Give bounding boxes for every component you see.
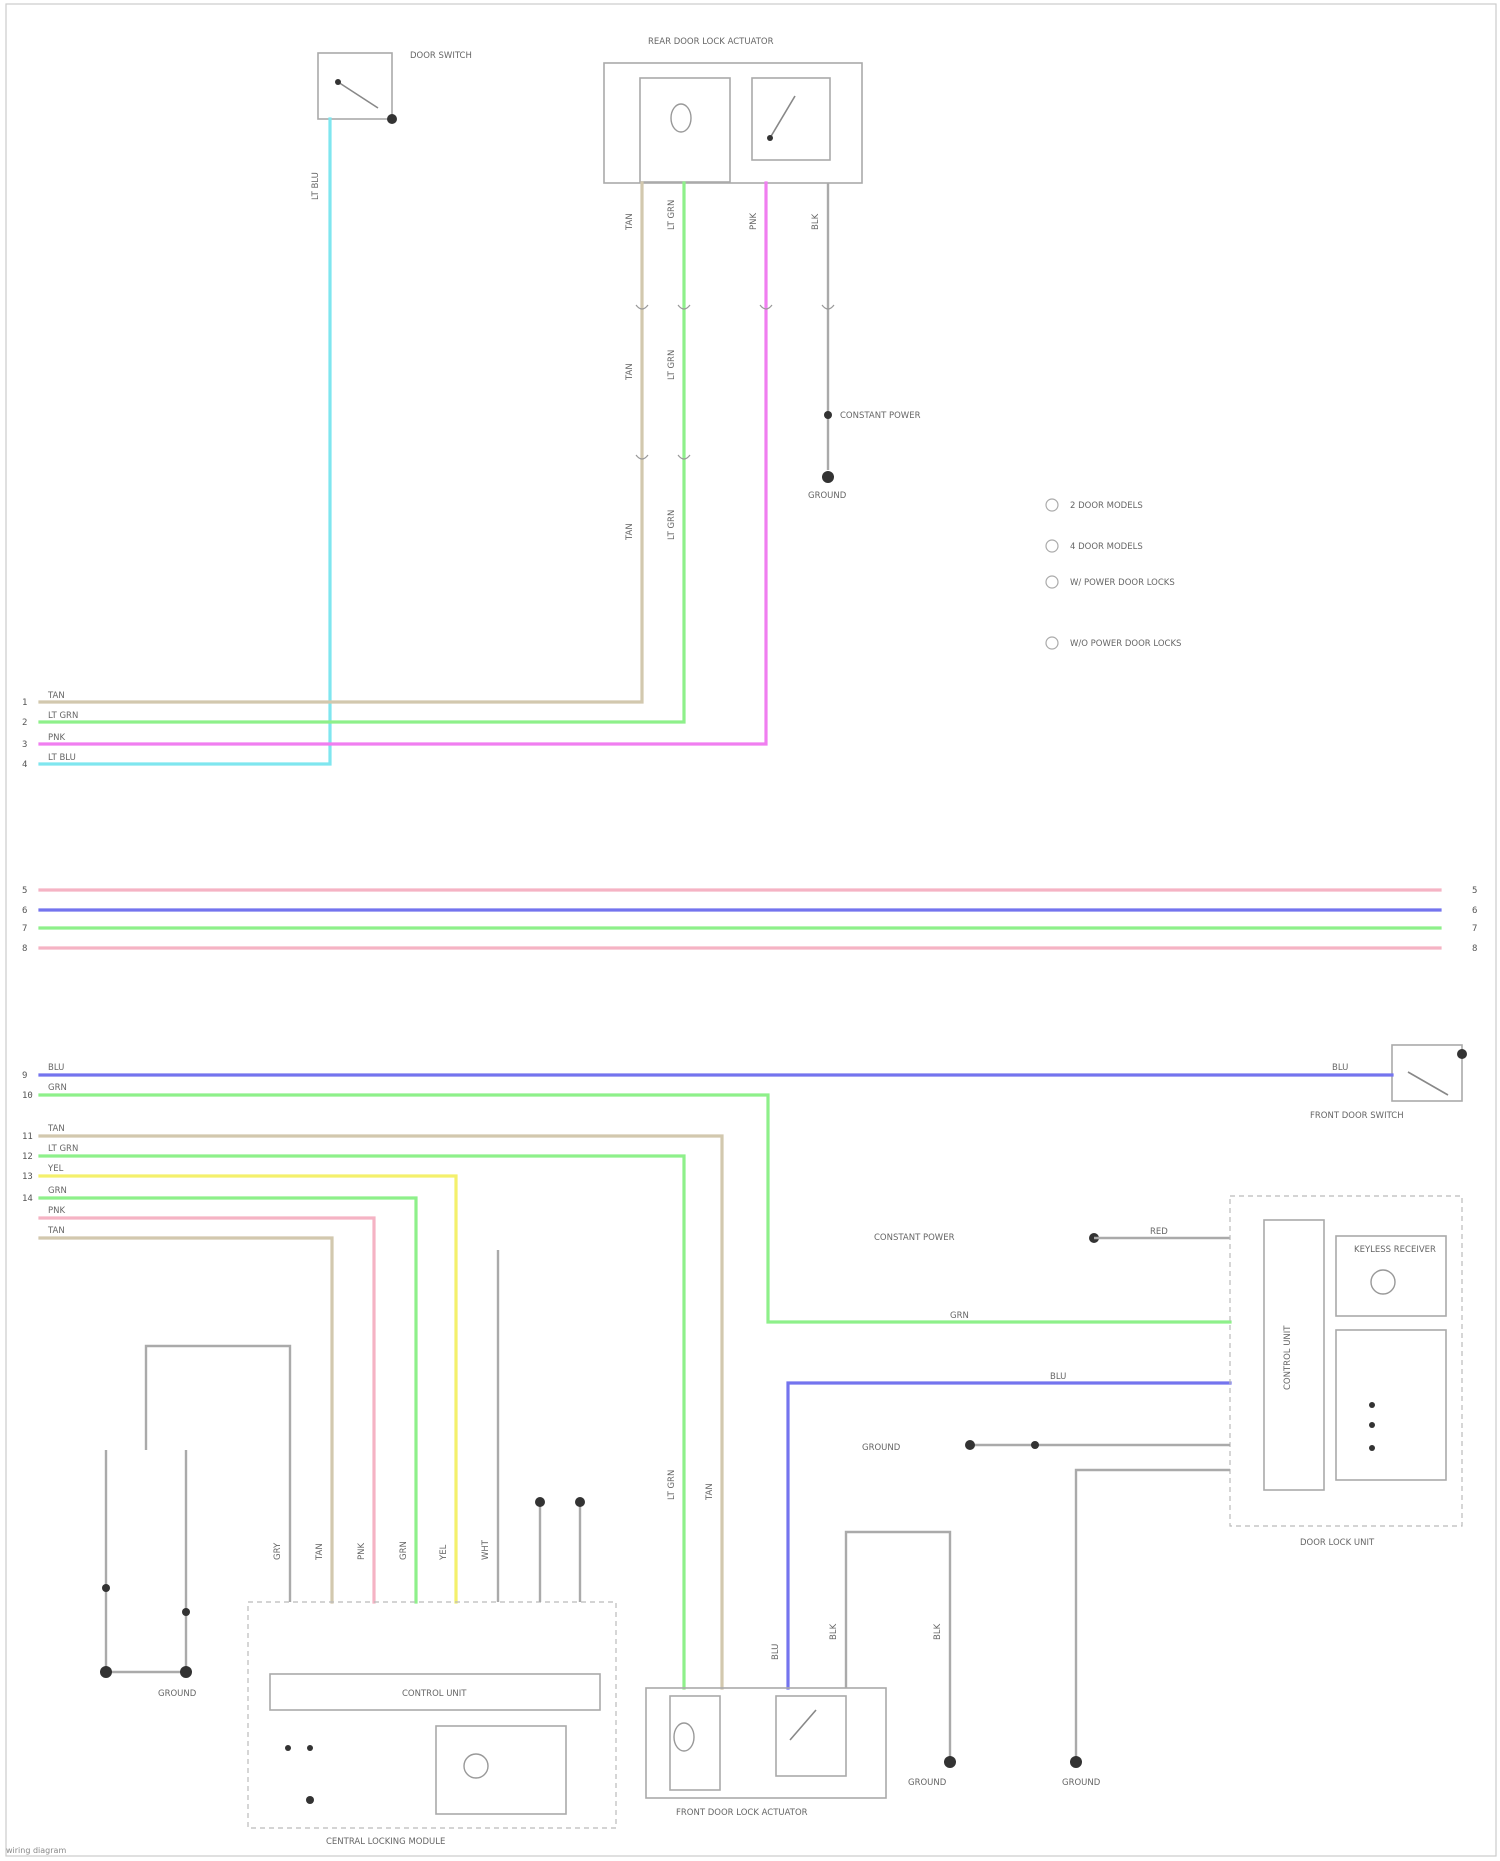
pin-6: 6 xyxy=(22,906,27,916)
wire-green-3 xyxy=(40,1156,684,1688)
front-door-lock-actuator: FRONT DOOR LOCK ACTUATOR xyxy=(646,1688,886,1818)
central-locking-module: CONTROL UNIT CENTRAL LOCKING MODULE xyxy=(248,1602,616,1847)
wl-b-grn: GRN xyxy=(48,1083,67,1093)
pin-10: 10 xyxy=(22,1091,33,1101)
wire-gray-10 xyxy=(106,1450,186,1672)
wl-b-yel: YEL xyxy=(47,1164,64,1174)
wl-v-gry: GRY xyxy=(273,1542,283,1560)
wl-bus-grn: LT GRN xyxy=(48,711,78,721)
pin-5: 5 xyxy=(22,886,27,896)
wl-bus-tan: TAN xyxy=(47,691,65,701)
legend-item-4: W/O POWER DOOR LOCKS xyxy=(1070,639,1181,649)
diagram-border xyxy=(6,4,1496,1856)
pin-2: 2 xyxy=(22,718,27,728)
wl-h-red: RED xyxy=(1150,1227,1168,1237)
wl-b-blu: BLU xyxy=(48,1063,64,1073)
pin-7: 7 xyxy=(22,924,27,934)
footer-text: wiring diagram xyxy=(6,1846,66,1855)
door-switch-label: DOOR SWITCH xyxy=(410,51,472,61)
wl-grn-b: LT GRN xyxy=(667,350,677,380)
wl-tan-a: TAN xyxy=(625,213,635,231)
pin-5-r: 5 xyxy=(1472,886,1477,896)
rear-door-lock-actuator: REAR DOOR LOCK ACTUATOR xyxy=(604,37,862,183)
pin-12: 12 xyxy=(22,1152,33,1162)
wl-bus-ltblu: LT BLU xyxy=(48,753,76,763)
front-door-switch-label: FRONT DOOR SWITCH xyxy=(1310,1111,1404,1121)
wl-grn-c: LT GRN xyxy=(667,510,677,540)
wl-v-pnk: PNK xyxy=(357,1543,367,1560)
ground-5-label: GROUND xyxy=(158,1689,197,1699)
legend-item-2: 4 DOOR MODELS xyxy=(1070,542,1143,552)
wire-gray-4 xyxy=(1076,1470,1230,1762)
wire-green-4 xyxy=(40,1198,416,1602)
wl-v-ltgrn: LT GRN xyxy=(667,1470,677,1500)
ground-3-label: GROUND xyxy=(1062,1778,1101,1788)
wl-v-grn: GRN xyxy=(399,1541,409,1560)
wl-tan-c: TAN xyxy=(625,523,635,541)
ground-2-label: GROUND xyxy=(862,1443,901,1453)
wire-tan-1 xyxy=(40,183,642,702)
wire-gray-6 xyxy=(146,1346,290,1602)
wl-v-yel: YEL xyxy=(439,1544,449,1561)
front-door-lock-label: FRONT DOOR LOCK ACTUATOR xyxy=(676,1808,808,1818)
pin-4: 4 xyxy=(22,760,27,770)
wire-green-1 xyxy=(40,183,684,722)
pin-6-r: 6 xyxy=(1472,906,1477,916)
wl-b-pnk: PNK xyxy=(48,1206,65,1216)
ground-4-label: GROUND xyxy=(908,1778,947,1788)
wl-blk-a: BLK xyxy=(811,213,821,230)
wl-b-blu-r: BLU xyxy=(1332,1063,1348,1073)
wl-v-wht: WHT xyxy=(481,1539,491,1560)
pin-7-r: 7 xyxy=(1472,924,1477,934)
wire-green-2 xyxy=(40,1095,1230,1322)
wire-label-ltblu-1: LT BLU xyxy=(311,172,321,200)
pin-3: 3 xyxy=(22,740,27,750)
receiver-label: KEYLESS RECEIVER xyxy=(1354,1245,1436,1255)
pin-14: 14 xyxy=(22,1194,33,1204)
const-power-label-2: CONSTANT POWER xyxy=(874,1233,955,1243)
legend-item-3: W/ POWER DOOR LOCKS xyxy=(1070,578,1175,588)
wl-b-tan2: TAN xyxy=(47,1226,65,1236)
wl-v-blk: BLK xyxy=(829,1623,839,1640)
legend: 2 DOOR MODELS 4 DOOR MODELS W/ POWER DOO… xyxy=(1046,499,1181,649)
wl-v-blu: BLU xyxy=(771,1644,781,1660)
control-unit-label: CONTROL UNIT xyxy=(402,1689,467,1699)
wire-magenta-1 xyxy=(40,183,766,744)
wl-tan-b: TAN xyxy=(625,363,635,381)
pin-8: 8 xyxy=(22,944,27,954)
pin-9: 9 xyxy=(22,1071,27,1081)
connector-marks-top xyxy=(636,305,834,459)
door-lock-unit: KEYLESS RECEIVER CONTROL UNIT DOOR LOCK … xyxy=(1230,1196,1462,1548)
pin-8-r: 8 xyxy=(1472,944,1477,954)
wl-b-ltgrn: LT GRN xyxy=(48,1144,78,1154)
pin-13: 13 xyxy=(22,1172,33,1182)
pin-1: 1 xyxy=(22,698,27,708)
wl-v-blk2: BLK xyxy=(933,1623,943,1640)
const-power-label: CONSTANT POWER xyxy=(840,411,921,421)
legend-item-1: 2 DOOR MODELS xyxy=(1070,501,1143,511)
wire-gray-5 xyxy=(846,1532,950,1762)
wl-bus-pnk: PNK xyxy=(48,733,65,743)
lock-unit-control-label: CONTROL UNIT xyxy=(1283,1325,1293,1390)
wire-cyan-1 xyxy=(40,119,330,764)
wl-pnk-a: PNK xyxy=(749,213,759,230)
wl-v-tan2: TAN xyxy=(705,1483,715,1501)
wl-b-tan: TAN xyxy=(47,1124,65,1134)
wl-h-grn: GRN xyxy=(950,1311,969,1321)
wire-yellow-1 xyxy=(40,1176,456,1602)
central-module-label: CENTRAL LOCKING MODULE xyxy=(326,1837,445,1847)
wl-v-tan: TAN xyxy=(315,1543,325,1561)
pin-11: 11 xyxy=(22,1132,33,1142)
wl-b-grn2: GRN xyxy=(48,1186,67,1196)
wl-h-blu: BLU xyxy=(1050,1372,1066,1382)
door-lock-unit-label: DOOR LOCK UNIT xyxy=(1300,1538,1375,1548)
ground-1-label: GROUND xyxy=(808,491,847,501)
door-switch: DOOR SWITCH xyxy=(318,51,472,124)
front-door-switch: FRONT DOOR SWITCH xyxy=(1310,1045,1467,1121)
wl-grn-a: LT GRN xyxy=(667,200,677,230)
wire-blue-3 xyxy=(788,1383,1230,1688)
rear-door-lock-label: REAR DOOR LOCK ACTUATOR xyxy=(648,37,774,47)
